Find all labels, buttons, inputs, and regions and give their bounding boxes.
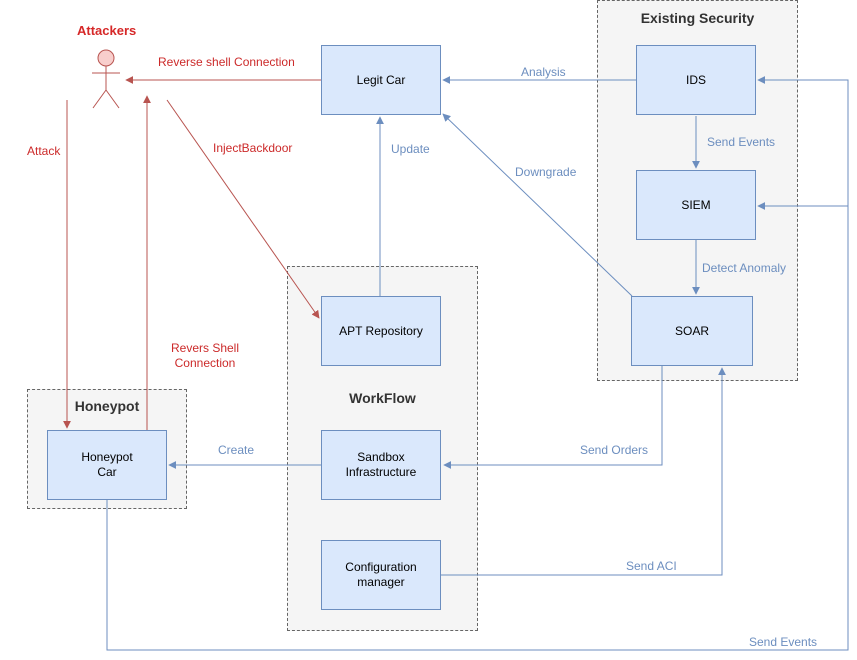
edge-downgrade: [442, 113, 633, 297]
label-detect-anomaly: Detect Anomaly: [702, 261, 787, 275]
configuration-manager-node[interactable]: Configuration manager: [321, 540, 441, 610]
edge-send-events-bottom: [106, 76, 849, 651]
apt-repository-node[interactable]: APT Repository: [321, 296, 441, 366]
label-send-orders: Send Orders: [580, 443, 649, 457]
label-send-events-ids-siem: Send Events: [707, 135, 776, 149]
label-send-events-bottom: Send Events: [749, 635, 818, 649]
label-downgrade: Downgrade: [515, 165, 577, 179]
label-send-aci: Send ACI: [626, 559, 677, 573]
label-inject-backdoor: InjectBackdoor: [213, 141, 293, 155]
honeypot-car-node[interactable]: Honeypot Car: [47, 430, 167, 500]
label-update: Update: [391, 142, 430, 156]
label-attack: Attack: [27, 144, 61, 158]
edge-send-orders: [443, 366, 663, 469]
attackers-label: Attackers: [77, 23, 137, 38]
siem-node[interactable]: SIEM: [636, 170, 756, 240]
honeypot-title: Honeypot: [74, 398, 140, 414]
edge-send-aci: [441, 367, 726, 576]
label-analysis: Analysis: [521, 65, 566, 79]
edge-inject-backdoor: [166, 99, 320, 319]
sandbox-infrastructure-node[interactable]: Sandbox Infrastructure: [321, 430, 441, 500]
soar-node[interactable]: SOAR: [631, 296, 753, 366]
ids-node[interactable]: IDS: [636, 45, 756, 115]
label-create: Create: [218, 443, 255, 457]
label-revers-shell-connection: Revers Shell Connection: [170, 341, 240, 370]
label-reverse-shell-connection: Reverse shell Connection: [158, 55, 295, 69]
stick-figure-icon: [92, 49, 120, 109]
workflow-title: WorkFlow: [349, 390, 416, 406]
existing-security-title: Existing Security: [640, 10, 755, 26]
legit-car-node[interactable]: Legit Car: [321, 45, 441, 115]
